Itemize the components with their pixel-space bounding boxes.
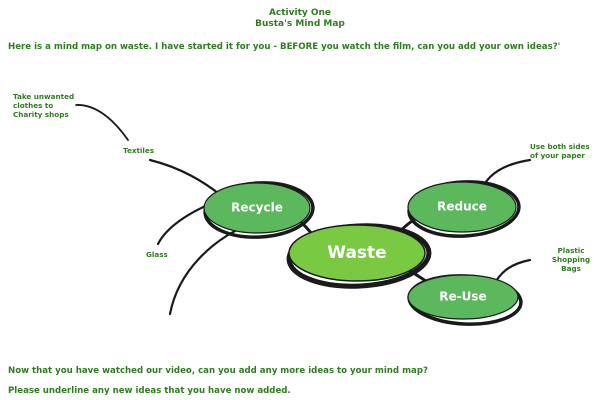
leaf-charity-shops: Take unwanted clothes to Charity shops bbox=[13, 92, 74, 119]
leaf-plastic-bags: Plastic Shopping Bags bbox=[542, 246, 600, 273]
node-recycle-label: Recycle bbox=[231, 201, 283, 215]
leaf-both-sides: Use both sides of your paper bbox=[530, 142, 590, 160]
underline-instruction: Please underline any new ideas that you … bbox=[8, 386, 291, 396]
connector-textiles-recycle bbox=[148, 158, 224, 198]
leaf-both-sides-line2: of your paper bbox=[530, 151, 585, 160]
intro-text-emphasis: BEFORE bbox=[280, 42, 319, 52]
node-reduce-label: Reduce bbox=[437, 200, 487, 214]
leaf-plastic-line2: Shopping Bags bbox=[551, 255, 591, 273]
node-recycle: Recycle bbox=[203, 181, 315, 239]
activity-title: Activity One Busta's Mind Map bbox=[0, 8, 600, 30]
activity-title-line2: Busta's Mind Map bbox=[255, 19, 345, 29]
node-reuse: Re-Use bbox=[407, 274, 523, 326]
node-waste-label: Waste bbox=[327, 243, 386, 263]
intro-text-start: Here is a mind map on waste. I have star… bbox=[8, 42, 281, 52]
intro-text-end: you watch the film, can you add your own… bbox=[318, 42, 561, 52]
leaf-charity-line2: clothes to bbox=[13, 101, 54, 110]
node-reduce: Reduce bbox=[407, 180, 521, 238]
followup-question: Now that you have watched our video, can… bbox=[8, 366, 428, 376]
leaf-both-sides-line1: Use both sides bbox=[530, 142, 590, 151]
leaf-plastic-line1: Plastic bbox=[557, 246, 585, 255]
node-reuse-label: Re-Use bbox=[439, 290, 486, 304]
activity-title-line1: Activity One bbox=[268, 8, 332, 18]
leaf-textiles: Textiles bbox=[123, 146, 154, 155]
leaf-charity-line1: Take unwanted bbox=[13, 92, 75, 101]
leaf-charity-line3: Charity shops bbox=[13, 110, 69, 119]
connector-charity-textiles bbox=[75, 104, 129, 141]
node-waste: Waste bbox=[286, 223, 432, 289]
intro-instruction: Here is a mind map on waste. I have star… bbox=[8, 42, 560, 52]
leaf-glass: Glass bbox=[146, 250, 168, 259]
